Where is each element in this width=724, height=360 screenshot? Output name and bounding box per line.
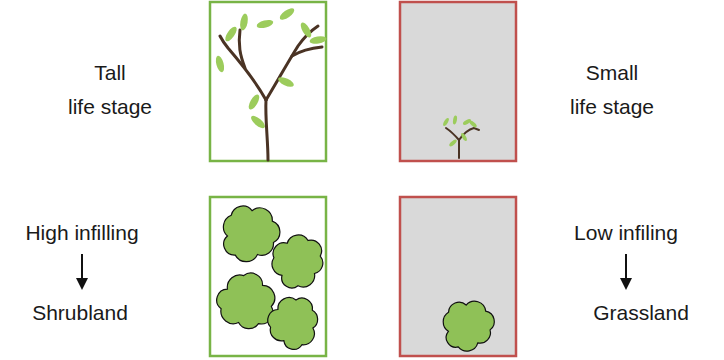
text-label: Tall life stage	[55, 56, 165, 124]
tall-plant	[214, 6, 327, 160]
shrub-cover	[211, 198, 325, 355]
panel-frame	[400, 197, 516, 356]
stage-label: Small life stage	[570, 61, 654, 118]
text-label: Small life stage	[557, 56, 667, 124]
stage-label: High infilling	[25, 221, 138, 244]
down-arrow	[620, 254, 632, 290]
wrap-spacer	[55, 56, 79, 90]
text-label: Low infiling	[536, 216, 716, 250]
text-label: High infilling	[0, 216, 177, 250]
wrap-spacer	[557, 56, 581, 90]
panel-frame	[210, 2, 326, 161]
wrap-spacer	[141, 56, 165, 90]
stage-label: Low infiling	[574, 221, 678, 244]
small-plant	[442, 115, 479, 158]
text-label: Shrubland	[0, 296, 165, 330]
stage-label: Shrubland	[32, 301, 128, 324]
down-arrow	[76, 254, 88, 290]
stage-label: Tall life stage	[68, 61, 152, 118]
text-label: Grassland	[556, 296, 724, 330]
panel-frame	[400, 2, 516, 161]
stage-label: Grassland	[593, 301, 689, 324]
wrap-spacer	[643, 56, 667, 90]
shrub-patch	[439, 296, 498, 355]
